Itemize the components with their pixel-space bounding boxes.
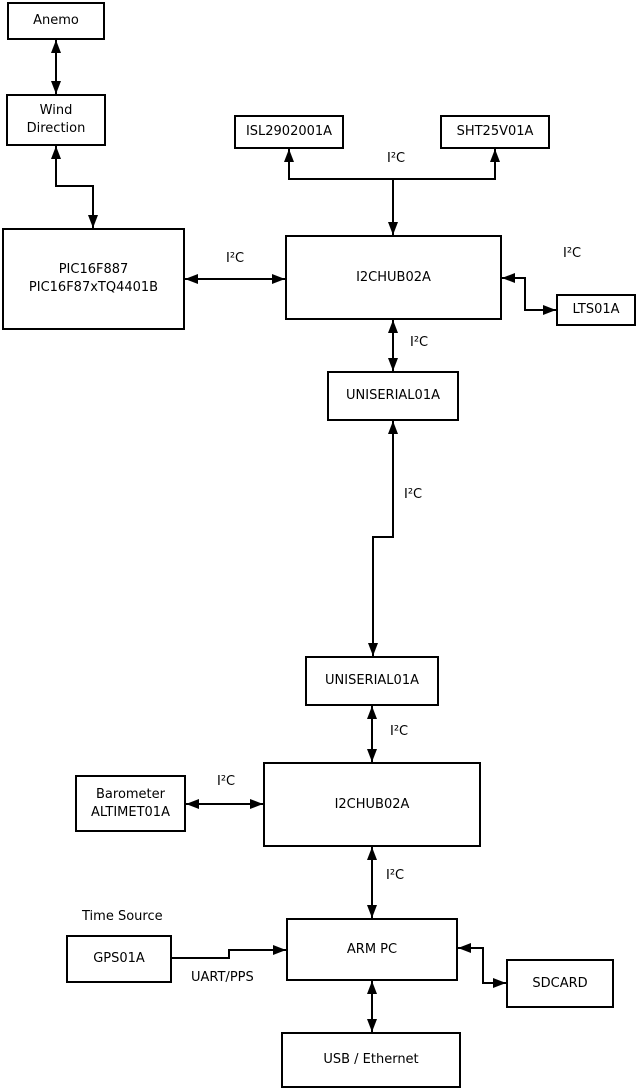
label-i2c-barometer-hub: I²C <box>217 774 236 789</box>
node-gps01a: GPS01A <box>66 935 172 983</box>
node-barometer-label: Barometer <box>96 786 165 802</box>
node-i2chub-lower: I2CHUB02A <box>263 762 481 847</box>
edge-armpc-sdcard <box>458 943 506 988</box>
node-isl2902001a-label: ISL2902001A <box>245 124 333 140</box>
label-i2c-hub-armpc: I²C <box>386 868 405 883</box>
label-time-source: Time Source <box>82 909 163 924</box>
node-sht25v01a: SHT25V01A <box>440 115 550 149</box>
node-i2chub-upper-label: I2CHUB02A <box>356 269 431 285</box>
node-uniserial-upper-label: UNISERIAL01A <box>346 388 440 404</box>
node-wind-direction-label: Wind <box>39 103 73 119</box>
node-pic16f887-label: PIC16F887 <box>58 262 129 278</box>
node-sht25v01a-label: SHT25V01A <box>456 124 534 140</box>
node-pic16f887-label: PIC16F87xTQ4401B <box>28 280 159 295</box>
node-sdcard: SDCARD <box>506 959 614 1008</box>
node-uniserial-lower-label: UNISERIAL01A <box>325 673 419 689</box>
label-i2c-uniserial-hub-lower: I²C <box>390 724 409 739</box>
edge-uniserial-upper-uniserial-lower <box>368 421 398 656</box>
node-sdcard-label: SDCARD <box>532 975 588 991</box>
node-i2chub-upper: I2CHUB02A <box>285 235 502 320</box>
edge-i2chub-upper-lts01a <box>502 273 556 315</box>
edge-gps-armpc <box>172 945 286 959</box>
node-anemo-label: Anemo <box>33 13 79 29</box>
label-i2c-hub-lts: I²C <box>563 246 582 261</box>
node-uniserial-lower: UNISERIAL01A <box>305 656 439 706</box>
label-i2c-sensors-branch: I²C <box>387 151 406 166</box>
node-arm-pc: ARM PC <box>286 918 458 981</box>
node-uniserial-upper: UNISERIAL01A <box>327 371 459 421</box>
node-usb-ethernet: USB / Ethernet <box>281 1032 461 1088</box>
label-i2c-hub-uniserial-upper: I²C <box>410 335 429 350</box>
node-lts01a: LTS01A <box>556 294 636 326</box>
node-anemo: Anemo <box>7 2 105 40</box>
node-usb-ethernet-label: USB / Ethernet <box>323 1052 419 1068</box>
node-gps01a-label: GPS01A <box>93 951 145 967</box>
label-i2c-uniserial-link: I²C <box>404 487 423 502</box>
node-lts01a-label: LTS01A <box>572 302 620 318</box>
label-uart-pps: UART/PPS <box>191 970 254 985</box>
node-arm-pc-label: ARM PC <box>346 941 398 957</box>
node-isl2902001a: ISL2902001A <box>234 115 344 149</box>
node-wind-direction-label: Direction <box>26 121 86 136</box>
node-i2chub-lower-label: I2CHUB02A <box>334 796 410 812</box>
edge-wind-direction-pic <box>51 146 98 228</box>
label-i2c-pic-hub: I²C <box>226 251 245 266</box>
node-barometer-label: ALTIMET01A <box>91 804 170 820</box>
